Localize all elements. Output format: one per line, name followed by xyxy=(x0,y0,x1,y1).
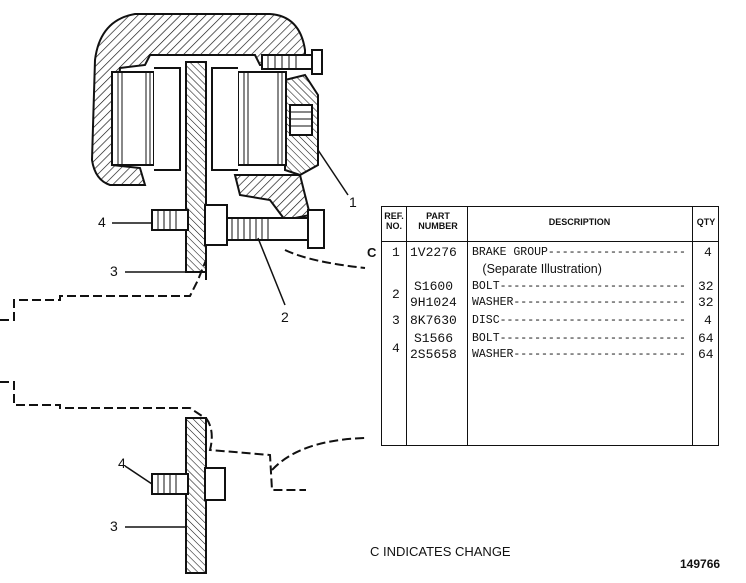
brake-disc-upper xyxy=(185,61,207,273)
hub-outline-upper xyxy=(0,259,207,321)
leader-4-lower xyxy=(124,465,153,485)
row-1-part: 1V2276 xyxy=(410,245,457,260)
change-marker: C xyxy=(367,245,377,260)
row-4a-part: S1566 xyxy=(414,331,454,346)
row-3-desc: DISC--------------------------- xyxy=(472,314,686,327)
row-2b-qty: 32 xyxy=(698,295,714,310)
left-piston xyxy=(111,67,181,171)
row-4a-qty: 64 xyxy=(698,331,714,346)
header-part-number: PART NUMBER xyxy=(418,211,458,231)
caliper-housing xyxy=(90,13,306,186)
figure-number: 149766 xyxy=(680,557,721,571)
parts-list-table: REF. NO. PART NUMBER DESCRIPTION QTY 1 1… xyxy=(381,206,719,446)
disc-bolt-item-4-lower xyxy=(151,467,226,501)
callout-1: 1 xyxy=(349,194,357,210)
callout-3-upper: 3 xyxy=(110,263,118,279)
row-2a-qty: 32 xyxy=(698,279,714,294)
change-legend-note: C INDICATES CHANGE xyxy=(370,544,511,559)
row-3-ref: 3 xyxy=(392,313,400,328)
leader-2 xyxy=(257,237,286,306)
hub-outline-lower-right xyxy=(205,417,366,491)
row-3-qty: 4 xyxy=(704,313,712,328)
row-4b-part: 2S5658 xyxy=(410,347,457,362)
hub-outline-lower xyxy=(0,381,206,419)
row-4b-qty: 64 xyxy=(698,347,714,362)
row-4b-desc: WASHER------------------------- xyxy=(472,348,686,361)
row-2b-part: 9H1024 xyxy=(410,295,457,310)
row-4a-desc: BOLT--------------------------- xyxy=(472,332,686,345)
header-description: DESCRIPTION xyxy=(548,217,611,227)
caliper-top-bolt xyxy=(261,49,323,75)
row-2-ref: 2 xyxy=(392,287,400,302)
row-2b-desc: WASHER------------------------- xyxy=(472,296,686,309)
right-piston xyxy=(211,67,287,171)
caliper-body-lower xyxy=(233,174,312,222)
callout-3-lower: 3 xyxy=(110,518,118,534)
mounting-bolt-item-2 xyxy=(204,204,325,249)
caliper-side-bolt xyxy=(289,104,313,136)
row-4-ref: 4 xyxy=(392,341,400,356)
callout-4-upper: 4 xyxy=(98,214,106,230)
leader-1 xyxy=(317,149,349,196)
disc-bolt-item-4-upper xyxy=(151,209,189,231)
row-1-desc-sub: (Separate Illustration) xyxy=(472,262,602,276)
row-3-part: 8K7630 xyxy=(410,313,457,328)
brake-disc-lower xyxy=(185,417,207,574)
hub-outline-right xyxy=(284,249,366,269)
callout-4-lower: 4 xyxy=(118,455,126,471)
callout-2: 2 xyxy=(281,309,289,325)
row-2a-part: S1600 xyxy=(414,279,454,294)
header-ref-no: REF. NO. xyxy=(384,211,404,231)
row-1-ref: 1 xyxy=(392,245,400,260)
row-1-desc: BRAKE GROUP-------------------- xyxy=(472,246,686,259)
row-2a-desc: BOLT--------------------------- xyxy=(472,280,686,293)
row-1-qty: 4 xyxy=(704,245,712,260)
header-qty: QTY xyxy=(696,217,716,227)
